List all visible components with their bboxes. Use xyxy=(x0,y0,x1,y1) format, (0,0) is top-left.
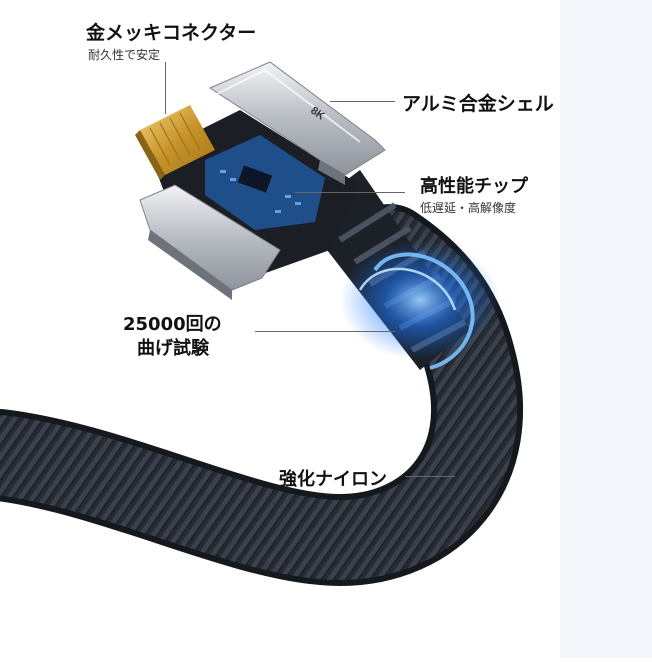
chip-title: 高性能チップ xyxy=(420,176,528,197)
aluminum-shell-top xyxy=(208,61,386,185)
aluminum-shell-bottom xyxy=(139,184,281,300)
glow-arc xyxy=(373,252,475,370)
chip-subtitle: 低遅延・高解像度 xyxy=(420,201,517,215)
shell-leader xyxy=(330,101,395,102)
connector-leader xyxy=(165,62,166,114)
right-background-panel xyxy=(560,0,652,658)
nylon-leader xyxy=(405,476,455,477)
chip-leader xyxy=(295,192,405,193)
bend-title-line2: 曲げ試験 xyxy=(137,338,209,359)
connector-subtitle: 耐久性で安定 xyxy=(88,48,161,62)
gold-connector xyxy=(135,105,215,180)
nylon-title: 強化ナイロン xyxy=(279,469,387,490)
shell-title: アルミ合金シェル xyxy=(402,93,554,115)
glow-effect xyxy=(340,240,500,360)
connector-title: 金メッキコネクター xyxy=(86,22,257,44)
pcb-chip xyxy=(205,135,325,230)
bend-leader xyxy=(255,331,395,332)
bend-title-line1: 25000回の xyxy=(123,314,222,335)
